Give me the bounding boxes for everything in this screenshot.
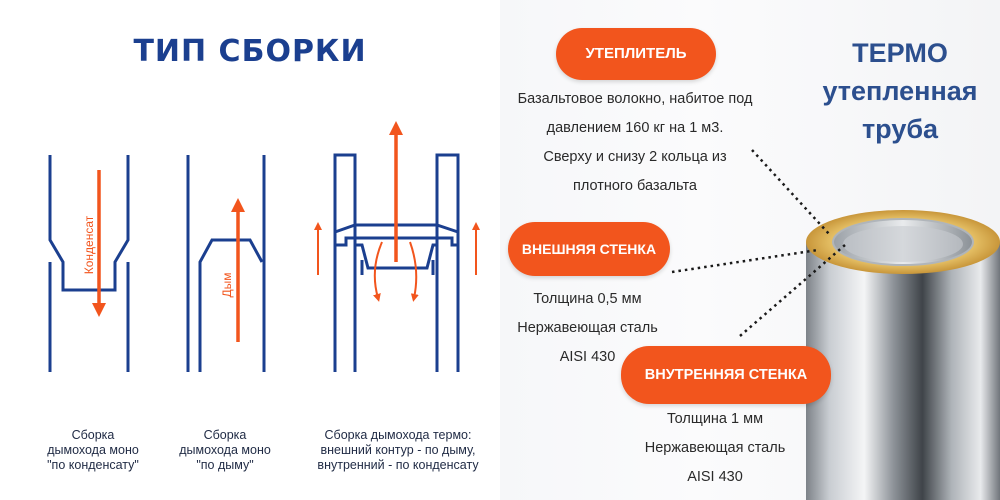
pipe-body <box>806 210 1000 500</box>
outer-wall-badge: ВНЕШНЯЯ СТЕНКА <box>508 222 670 276</box>
diagram-mono-condensate <box>48 155 130 372</box>
diagram-mono-smoke <box>186 155 266 372</box>
outer-wall-description: Толщина 0,5 мм Нержавеющая сталь AISI 43… <box>517 291 658 365</box>
caption-thermo: Сборка дымохода термо: внешний контур - … <box>317 428 479 472</box>
insulation-badge: УТЕПЛИТЕЛЬ <box>556 28 716 80</box>
assembly-types-panel: ТИП СБОРКИ Конденсат Дым <box>47 34 480 472</box>
smoke-label: Дым <box>220 272 234 297</box>
assembly-type-title: ТИП СБОРКИ <box>133 34 367 69</box>
caption-mono-condensate: Сборка дымохода моно "по конденсату" <box>47 428 139 472</box>
leader-outer-wall <box>671 248 819 274</box>
caption-mono-smoke: Сборка дымохода моно "по дыму" <box>179 428 271 472</box>
diagram-thermo <box>333 153 460 372</box>
assembly-diagrams: Конденсат Дым <box>48 121 480 372</box>
thermo-title: ТЕРМО утепленная труба <box>822 38 978 144</box>
thermo-condensate-arrow-left <box>373 241 383 302</box>
condensate-label: Конденсат <box>82 215 96 274</box>
thermo-condensate-arrow-right <box>409 241 419 302</box>
insulation-description: Базальтовое волокно, набитое под давлени… <box>517 91 753 194</box>
inner-wall-description: Толщина 1 мм Нержавеющая сталь AISI 430 <box>644 411 786 485</box>
inner-wall-badge: ВНУТРЕННЯЯ СТЕНКА <box>621 346 831 404</box>
